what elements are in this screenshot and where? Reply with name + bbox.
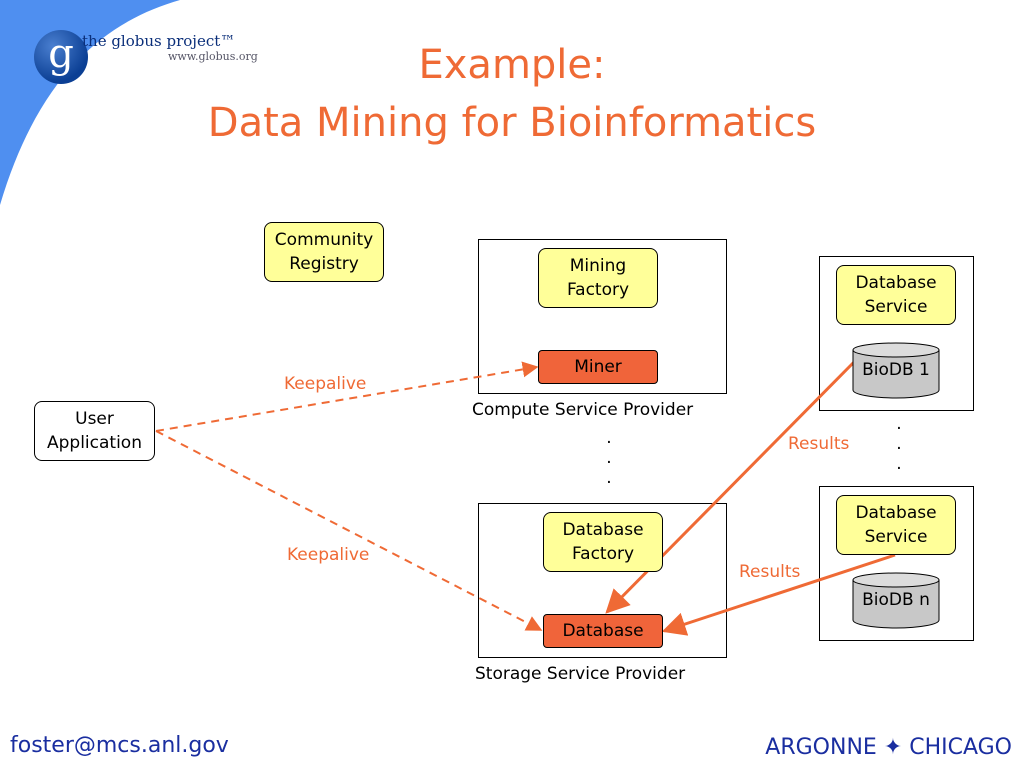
keepalive-line-database <box>155 430 543 631</box>
user-application-label: User Application <box>47 409 142 453</box>
results-line-biodb-1 <box>605 356 860 614</box>
database-factory-node: Database Factory <box>543 512 663 572</box>
globus-logo-url: www.globus.org <box>168 50 258 63</box>
biodb-n-cylinder: BioDB n <box>852 572 940 630</box>
center-ellipsis: . . . <box>606 428 612 488</box>
database-node: Database <box>543 614 663 648</box>
storage-provider-caption: Storage Service Provider <box>475 664 686 684</box>
community-registry-node: Community Registry <box>264 222 384 282</box>
right-ellipsis: . . . <box>896 414 902 474</box>
globus-logo-name: the globus project™ <box>82 32 236 50</box>
footer-affiliation: ARGONNE ✦ CHICAGO <box>765 735 1012 760</box>
slide-title-line2: Data Mining for Bioinformatics <box>207 100 817 146</box>
miner-node: Miner <box>538 350 658 384</box>
keepalive-label-bottom: Keepalive <box>287 545 370 565</box>
database-factory-label: Database Factory <box>562 520 644 564</box>
database-label: Database <box>562 621 644 641</box>
database-service-1-label: Database Service <box>855 273 937 317</box>
database-service-n-node: Database Service <box>836 495 956 555</box>
biodb-1-label: BioDB 1 <box>862 360 930 380</box>
biodb-n-label: BioDB n <box>862 590 930 610</box>
database-service-1-node: Database Service <box>836 265 956 325</box>
results-label-bottom: Results <box>739 562 801 582</box>
results-label-top: Results <box>788 434 850 454</box>
mining-factory-label: Mining Factory <box>566 256 630 300</box>
miner-label: Miner <box>574 357 622 377</box>
database-service-n-label: Database Service <box>855 503 937 547</box>
results-line-biodb-n <box>661 553 896 636</box>
slide-title-line1: Example: <box>418 42 606 88</box>
footer-email: foster@mcs.anl.gov <box>10 733 229 758</box>
mining-factory-node: Mining Factory <box>538 248 658 308</box>
biodb-1-cylinder: BioDB 1 <box>852 342 940 400</box>
globus-logo: g the globus project™ www.globus.org <box>34 30 274 100</box>
community-registry-label: Community Registry <box>274 230 374 274</box>
compute-provider-caption: Compute Service Provider <box>472 400 694 420</box>
keepalive-label-top: Keepalive <box>284 374 367 394</box>
globus-logo-mark: g <box>34 30 88 84</box>
user-application-node: User Application <box>34 401 155 461</box>
